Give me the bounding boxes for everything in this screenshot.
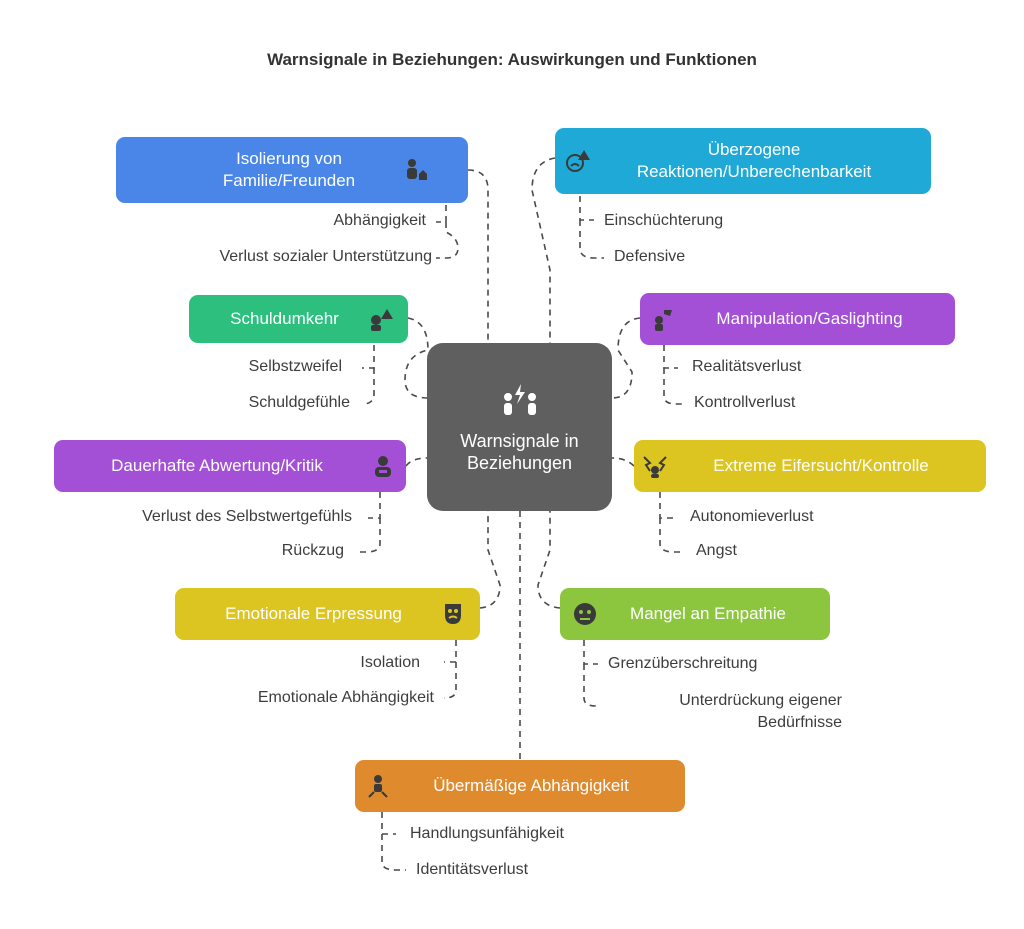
sub-eifersucht-1: Autonomieverlust bbox=[690, 508, 814, 525]
sub-schuldumkehr-2: Schuldgefühle bbox=[248, 394, 350, 411]
sub-abwertung-2: Rückzug bbox=[281, 542, 344, 559]
node-abwertung: Dauerhafte Abwertung/Kritik bbox=[54, 440, 406, 492]
sub-abhaengigkeit-2: Identitätsverlust bbox=[416, 861, 529, 878]
node-empathie: Mangel an Empathie bbox=[560, 588, 830, 640]
center-label: Warnsignale in Beziehungen bbox=[460, 431, 579, 473]
criticized-person-icon bbox=[370, 453, 396, 479]
puppet-hand-icon bbox=[650, 306, 676, 332]
jealous-faces-icon bbox=[642, 453, 668, 479]
center-node: Warnsignale in Beziehungen bbox=[427, 343, 612, 511]
sub-manipulation-1: Realitätsverlust bbox=[692, 358, 802, 375]
people-conflict-icon bbox=[498, 380, 542, 424]
sub-reaktionen-1: Einschüchterung bbox=[604, 212, 724, 229]
angry-face-warning-icon bbox=[565, 148, 591, 174]
node-manipulation: Manipulation/Gaslighting bbox=[640, 293, 955, 345]
node-erpressung: Emotionale Erpressung bbox=[175, 588, 480, 640]
node-isolierung-label: Isolierung von Familie/Freunden bbox=[222, 149, 356, 190]
sub-schuldumkehr-1: Selbstzweifel bbox=[248, 358, 342, 375]
node-erpressung-label: Emotionale Erpressung bbox=[225, 604, 402, 623]
sub-empathie-2: Unterdrückung eigener Bedürfnisse bbox=[679, 692, 842, 731]
cold-face-icon bbox=[572, 601, 598, 627]
sub-erpressung-2: Emotionale Abhängigkeit bbox=[257, 689, 434, 706]
sub-abhaengigkeit-1: Handlungsunfähigkeit bbox=[410, 825, 564, 842]
sub-manipulation-2: Kontrollverlust bbox=[694, 394, 796, 411]
sub-reaktionen-2: Defensive bbox=[614, 248, 686, 265]
node-reaktionen-label: Überzogene Reaktionen/Unberechenbarkeit bbox=[636, 140, 872, 181]
dependent-person-icon bbox=[365, 773, 391, 799]
node-abhaengigkeit-label: Übermäßige Abhängigkeit bbox=[433, 776, 629, 795]
theater-mask-icon bbox=[440, 601, 466, 627]
node-schuldumkehr-label: Schuldumkehr bbox=[230, 309, 339, 328]
sub-isolierung-2: Verlust sozialer Unterstützung bbox=[219, 248, 432, 265]
node-manipulation-label: Manipulation/Gaslighting bbox=[716, 309, 903, 328]
node-eifersucht-label: Extreme Eifersucht/Kontrolle bbox=[713, 456, 929, 475]
node-abwertung-label: Dauerhafte Abwertung/Kritik bbox=[111, 456, 323, 475]
sub-empathie-1: Grenzüberschreitung bbox=[608, 655, 758, 672]
isolated-person-icon bbox=[402, 157, 428, 183]
sub-eifersucht-2: Angst bbox=[696, 542, 737, 559]
sub-isolierung-1: Abhängigkeit bbox=[333, 212, 426, 229]
node-eifersucht: Extreme Eifersucht/Kontrolle bbox=[634, 440, 986, 492]
diagram-title: Warnsignale in Beziehungen: Auswirkungen… bbox=[267, 50, 757, 69]
node-empathie-label: Mangel an Empathie bbox=[630, 604, 786, 623]
node-schuldumkehr: Schuldumkehr bbox=[189, 295, 408, 343]
sub-erpressung-1: Isolation bbox=[360, 654, 420, 671]
sub-abwertung-1: Verlust des Selbstwertgefühls bbox=[142, 508, 352, 525]
node-reaktionen: Überzogene Reaktionen/Unberechenbarkeit bbox=[555, 128, 931, 194]
person-warning-icon bbox=[368, 306, 394, 332]
node-abhaengigkeit: Übermäßige Abhängigkeit bbox=[355, 760, 685, 812]
node-isolierung: Isolierung von Familie/Freunden bbox=[116, 137, 468, 203]
